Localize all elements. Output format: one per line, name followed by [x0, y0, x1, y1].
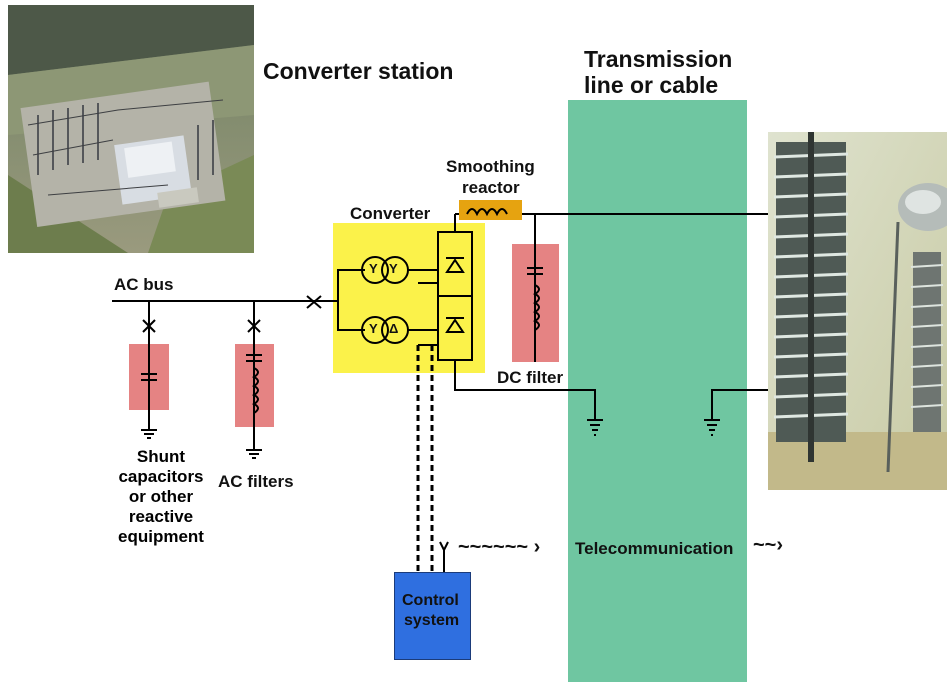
transformer-winding-label: Y: [389, 261, 398, 276]
ac-bus-label: AC bus: [114, 275, 174, 294]
valve-hall-photo: [768, 132, 947, 490]
converter-label: Converter: [350, 204, 431, 223]
transmission-title-line1: Transmission: [584, 46, 733, 72]
control-system-box: [394, 572, 471, 660]
shunt-label-line: capacitors: [118, 467, 204, 486]
transformer-winding-label: Y: [369, 321, 378, 336]
telecom-wave-right: ~~›: [753, 534, 784, 556]
shunt-capacitors-label: Shunt capacitors or other reactive equip…: [107, 447, 215, 547]
control-system-label: system: [404, 612, 460, 629]
transformer-winding-label: Δ: [389, 321, 399, 336]
dc-filter-label: DC filter: [497, 368, 564, 387]
converter-station-title: Converter station: [263, 58, 454, 84]
telecom-wave-left: ~~~~~~ ›: [458, 536, 541, 558]
shunt-label-line: Shunt: [136, 447, 186, 466]
control-system-label: Control: [402, 592, 459, 609]
shunt-label-line: equipment: [118, 527, 204, 546]
transformer-winding-label: Y: [369, 261, 378, 276]
smoothing-reactor-label: Smoothing: [446, 157, 535, 176]
telecommunication-label: Telecommunication: [575, 539, 734, 558]
transmission-title-line2: line or cable: [584, 72, 719, 98]
shunt-label-line: or other: [128, 487, 194, 506]
ac-filters-label: AC filters: [218, 472, 294, 491]
converter-box: [333, 223, 485, 373]
converter-station-aerial-photo: [8, 5, 254, 253]
shunt-label-line: reactive: [128, 507, 194, 526]
smoothing-reactor-label: reactor: [462, 178, 520, 197]
